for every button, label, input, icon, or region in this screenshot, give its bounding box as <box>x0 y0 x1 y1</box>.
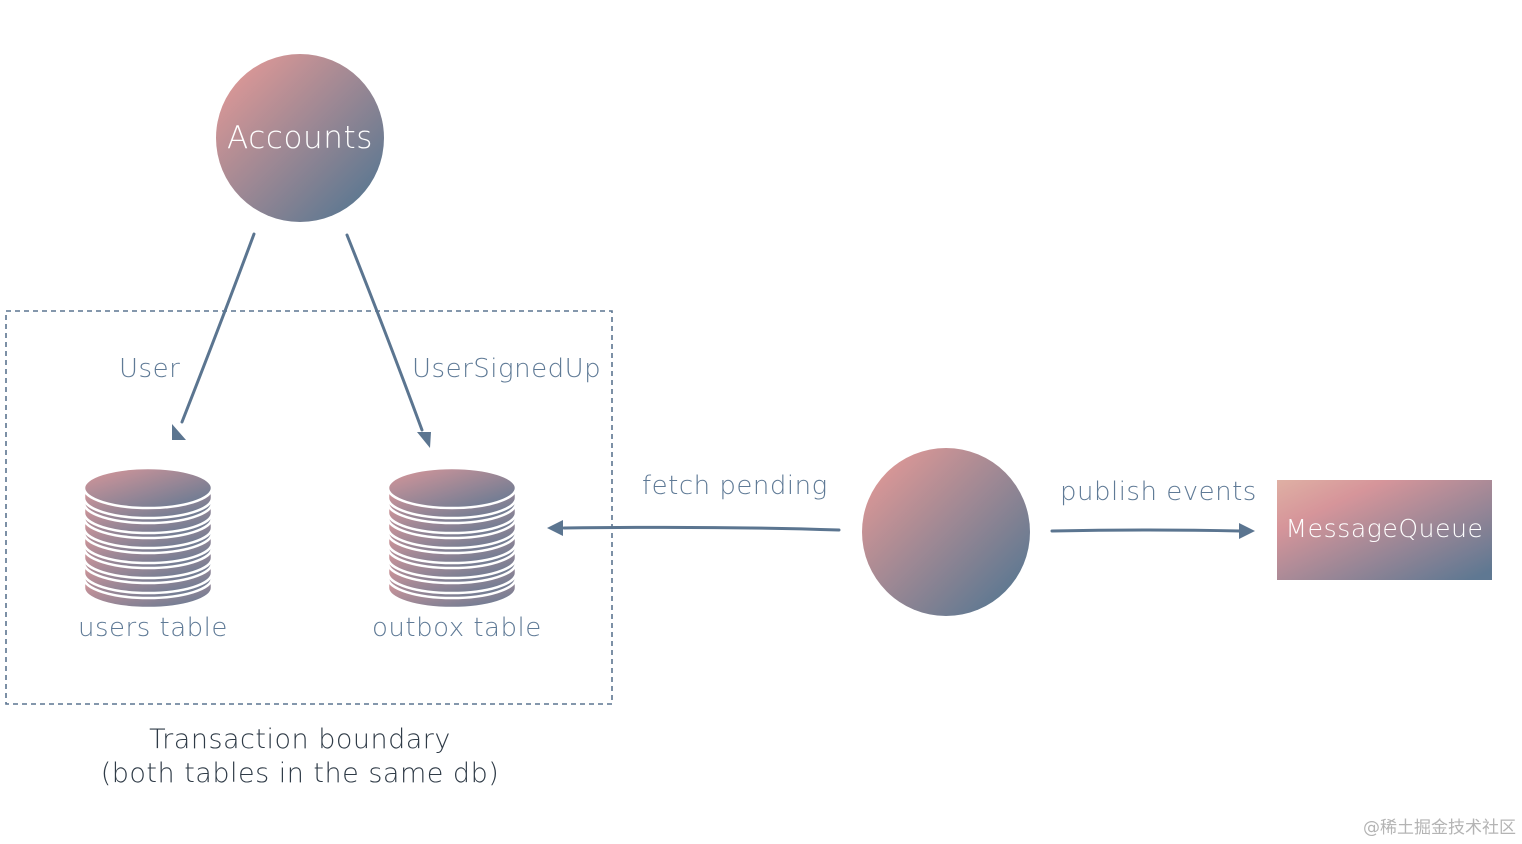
arrowhead-queue <box>1239 523 1255 539</box>
message-queue-node[interactable] <box>1277 480 1492 580</box>
transaction-boundary-caption: Transaction boundary (both tables in the… <box>40 723 560 791</box>
accounts-label: Accounts <box>226 120 374 156</box>
users-table-database-icon <box>82 466 214 610</box>
arrowhead-outbox <box>417 432 431 448</box>
edge-label-user-signed-up: UserSignedUp <box>412 354 602 384</box>
watermark: @稀土掘金技术社区 <box>1363 818 1516 838</box>
outbox-table-database-icon <box>386 466 518 610</box>
edge-label-fetch-pending: fetch pending <box>642 471 828 501</box>
arrow-accounts-to-outbox <box>345 233 424 432</box>
message-queue-label: MessageQueue <box>1285 514 1484 543</box>
relay-node[interactable] <box>862 448 1030 616</box>
database-disk-top <box>82 466 214 510</box>
transaction-boundary <box>5 310 613 705</box>
edge-label-publish-events: publish events <box>1060 477 1257 507</box>
arrow-accounts-to-users <box>180 232 256 424</box>
arrow-relay-to-outbox <box>562 525 841 532</box>
caption-line-1: Transaction boundary <box>149 724 451 755</box>
database-disk-top <box>386 466 518 510</box>
accounts-node[interactable] <box>216 54 384 222</box>
arrowhead-users <box>172 424 186 440</box>
edge-label-user: User <box>119 354 181 384</box>
users-table-label: users table <box>78 613 228 643</box>
arrowhead-outbox-left <box>547 520 563 536</box>
arrow-relay-to-queue <box>1050 528 1242 533</box>
caption-line-2: (both tables in the same db) <box>100 758 500 789</box>
outbox-table-label: outbox table <box>372 613 542 643</box>
